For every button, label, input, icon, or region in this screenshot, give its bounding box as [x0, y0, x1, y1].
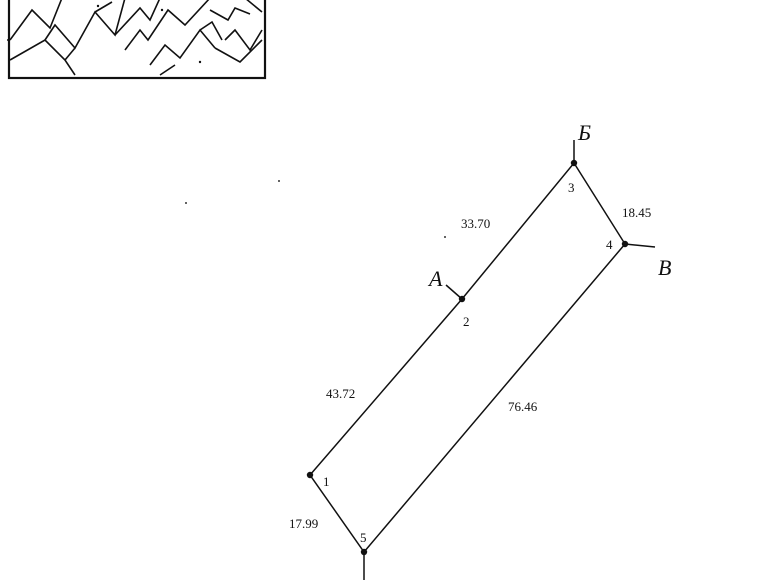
vertex-label-4: 4 [606, 237, 613, 252]
vertex-label-2: 2 [463, 314, 470, 329]
vertex-label-1: 1 [323, 474, 330, 489]
vertex-label-5: 5 [360, 530, 367, 545]
side-length-2-3: 33.70 [461, 216, 490, 231]
neighbor-label-B: Б [577, 120, 591, 145]
vertex-point-3 [570, 159, 578, 167]
parcel-boundary [309, 161, 626, 554]
side-length-4-5: 76.46 [508, 399, 538, 414]
vertex-point-4 [621, 240, 629, 248]
side-length-labels: 43.72 33.70 18.45 76.46 17.99 [289, 205, 651, 531]
vertex-point-5 [360, 548, 368, 556]
side-length-5-1: 17.99 [289, 516, 318, 531]
side-length-1-2: 43.72 [326, 386, 355, 401]
vertex-point-2 [458, 295, 466, 303]
side-length-3-4: 18.45 [622, 205, 651, 220]
scan-specks [185, 180, 446, 238]
vertex-points [306, 159, 629, 556]
neighbor-V-tick [624, 243, 656, 248]
vertex-point-1 [306, 471, 314, 479]
inset-map-frame [7, 0, 267, 80]
vertex-labels: 1 2 3 4 5 [323, 180, 613, 545]
neighbor-labels: А Б В [427, 120, 671, 291]
inset-map [7, 0, 267, 80]
inset-map-parcels [9, 0, 263, 76]
neighbor-boundary-ticks [363, 140, 656, 580]
inset-map-dots [7, 4, 202, 64]
vertex-label-3: 3 [568, 180, 575, 195]
neighbor-label-V: В [658, 255, 671, 280]
neighbor-label-A: А [427, 266, 443, 291]
neighbor-A-tick [445, 284, 463, 300]
